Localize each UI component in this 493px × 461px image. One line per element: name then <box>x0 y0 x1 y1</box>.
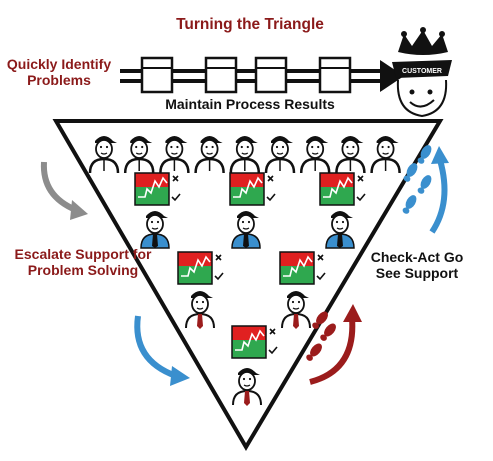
manager-icon <box>185 291 215 329</box>
worker-icon <box>264 136 296 174</box>
supervisor-icon <box>325 211 355 249</box>
worker-icon <box>123 136 155 174</box>
status-board-icon <box>231 325 278 359</box>
worker-icon <box>159 136 190 174</box>
footprint-icon <box>417 175 432 194</box>
footprint-icon <box>402 195 417 214</box>
crowned-customer-icon: CUSTOMER <box>392 27 452 118</box>
worker-icon <box>88 136 120 174</box>
diagram-title: Turning the Triangle <box>176 16 324 33</box>
footprints-group <box>306 145 432 361</box>
people-group <box>140 211 355 406</box>
process-flow <box>120 56 404 94</box>
blue-checkact-arrow <box>429 146 449 234</box>
status-board-icon <box>177 251 224 285</box>
worker-icon <box>229 136 261 174</box>
status-board-icon <box>319 172 366 206</box>
manager-icon <box>281 291 311 329</box>
footprint-icon <box>320 323 336 341</box>
maintain-results-label: Maintain Process Results <box>165 96 335 112</box>
footprint-icon <box>306 343 322 361</box>
worker-row <box>88 136 401 174</box>
process-box <box>140 56 174 94</box>
status-board-icon <box>279 251 326 285</box>
footprint-icon <box>417 145 432 164</box>
quickly-identify-label: Quickly Identify Problems <box>6 56 112 88</box>
check-act-label: Check-Act Go See Support <box>370 249 464 281</box>
worker-icon <box>335 136 366 174</box>
status-board-icon <box>134 172 181 206</box>
status-board-icon <box>229 172 276 206</box>
process-box <box>254 56 288 94</box>
supervisor-icon <box>231 211 261 249</box>
customer-band-text: CUSTOMER <box>402 68 442 75</box>
process-box <box>204 56 238 94</box>
footprint-icon <box>312 311 328 329</box>
manager-icon <box>232 368 262 406</box>
blue-escalate-arrow <box>134 315 190 386</box>
worker-icon <box>194 136 225 174</box>
supervisor-icon <box>140 211 170 249</box>
darkred-checkact-arrow <box>309 304 362 385</box>
gray-escalate-arrow <box>40 161 88 220</box>
worker-icon <box>370 136 401 174</box>
escalate-support-label: Escalate Support for Problem Solving <box>14 246 152 278</box>
worker-icon <box>299 136 331 174</box>
footprint-icon <box>403 163 418 182</box>
flow-arrowhead <box>380 60 404 92</box>
process-box <box>318 56 352 94</box>
status-boards <box>134 172 366 359</box>
